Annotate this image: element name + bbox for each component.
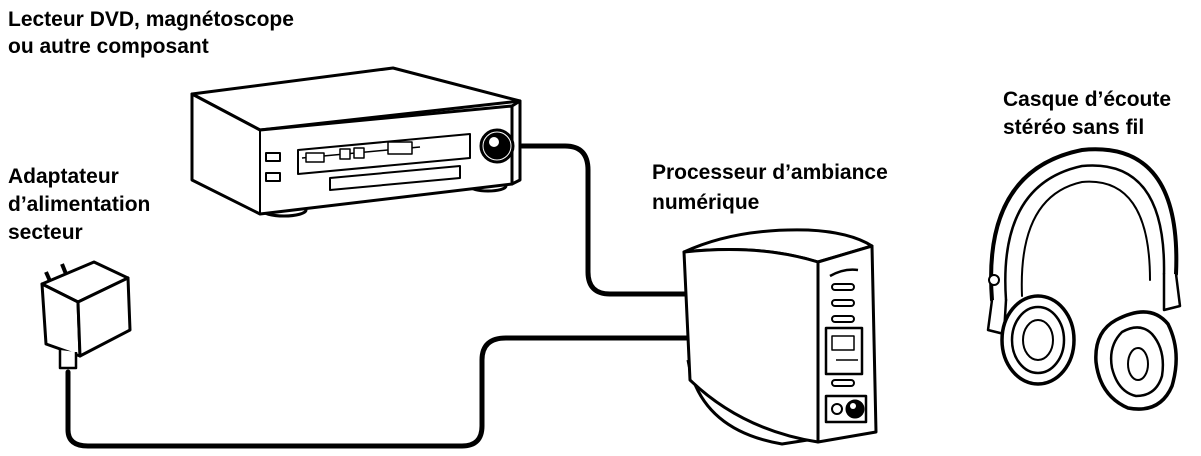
processor-volume-knob [845, 399, 865, 419]
dvd-player-illustration [190, 66, 522, 218]
cables [65, 143, 699, 449]
processor-indicator-2 [831, 299, 855, 307]
dvd-disc-tray [329, 165, 461, 191]
dvd-left-button-1 [265, 152, 281, 162]
dvd-label-line-2: ou autre composant [8, 35, 209, 58]
processor-mode-panel [824, 326, 864, 376]
processor-indicator-1 [831, 283, 855, 291]
dvd-display-panel [297, 133, 471, 175]
headphones-headband [989, 147, 1179, 302]
processor-indicator-3 [831, 315, 855, 323]
dvd-left-button-2 [265, 172, 281, 182]
processor-illustration [682, 228, 878, 446]
dvd-display-seg [305, 152, 325, 163]
processor-side-face [682, 248, 820, 444]
processor-label-line-1: Processeur d’ambiance [652, 161, 888, 184]
adapter-label-line-3: secteur [8, 221, 83, 244]
adapter-label-line-1: Adaptateur [8, 165, 119, 188]
dvd-label-line-1: Lecteur DVD, magnétoscope [8, 8, 294, 31]
audio-cable [519, 143, 693, 297]
adapter-body-side [76, 276, 132, 358]
ac-adapter-illustration [40, 260, 132, 370]
power-cable [65, 335, 699, 449]
processor-label: Processeur d’ambiance numérique [652, 158, 888, 218]
adapter-label-line-2: d’alimentation [8, 193, 151, 216]
headphones-illustration [986, 147, 1182, 411]
dvd-player-label: Lecteur DVD, magnétoscope ou autre compo… [8, 6, 294, 60]
processor-indicator-4 [831, 379, 855, 387]
ac-adapter-label: Adaptateur d’alimentation secteur [8, 163, 150, 247]
processor-label-line-2: numérique [652, 191, 760, 214]
headphones-label-line-1: Casque d’écoute [1003, 88, 1172, 111]
headphones-label: Casque d’écoute stéréo sans fil [1003, 86, 1171, 142]
headphones-label-line-2: stéréo sans fil [1003, 116, 1145, 139]
processor-headphone-jack [831, 403, 843, 415]
